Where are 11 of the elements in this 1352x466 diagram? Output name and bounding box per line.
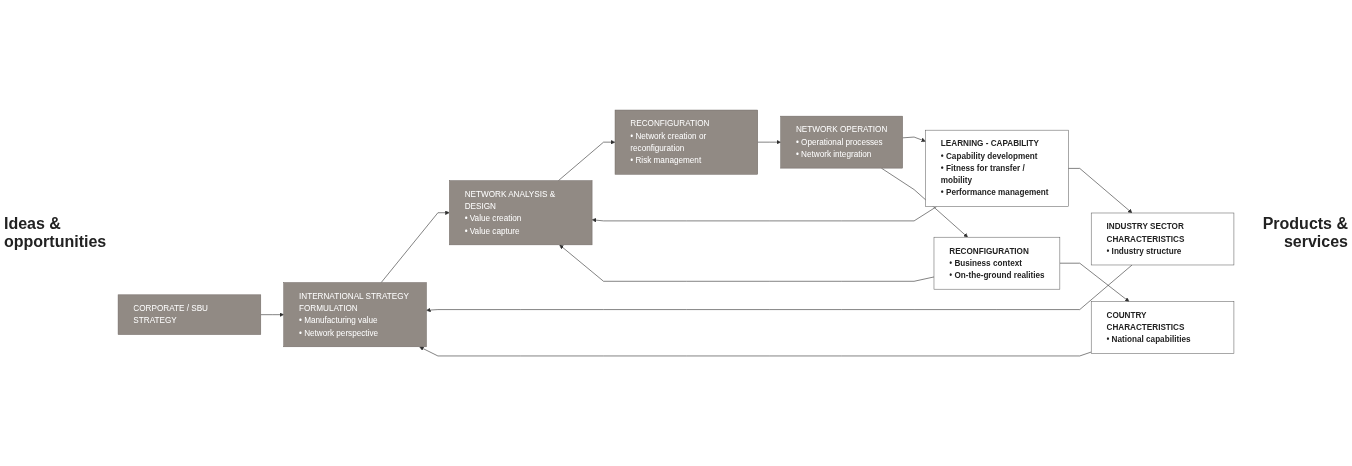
node-box: NETWORK OPERATION • Operational processes • Network integration — [780, 115, 903, 169]
node-box: RECONFIGURATION • Business context • On-the-ground realities — [933, 236, 1061, 290]
node-box: LEARNING - CAPABILITY • Capability development • Fitness for transfer / mobility • Performance management — [925, 129, 1069, 207]
flow-end-label: Products & services — [1261, 215, 1348, 251]
node-box: COUNTRY CHARACTERISTICS • National capabilities — [1090, 301, 1235, 354]
flow-start-label: Ideas & opportunities — [4, 215, 108, 251]
node-box: RECONFIGURATION • Network creation or reconfiguration • Risk management — [614, 109, 758, 175]
node-box: CORPORATE / SBU STRATEGY — [117, 294, 262, 335]
node-box: NETWORK ANALYSIS & DESIGN • Value creation • Value capture — [449, 180, 593, 246]
node-box: INDUSTRY SECTOR CHARACTERISTICS • Industry structure — [1090, 212, 1235, 266]
node-box: INTERNATIONAL STRATEGY FORMULATION • Manufacturing value • Network perspective — [283, 282, 427, 348]
